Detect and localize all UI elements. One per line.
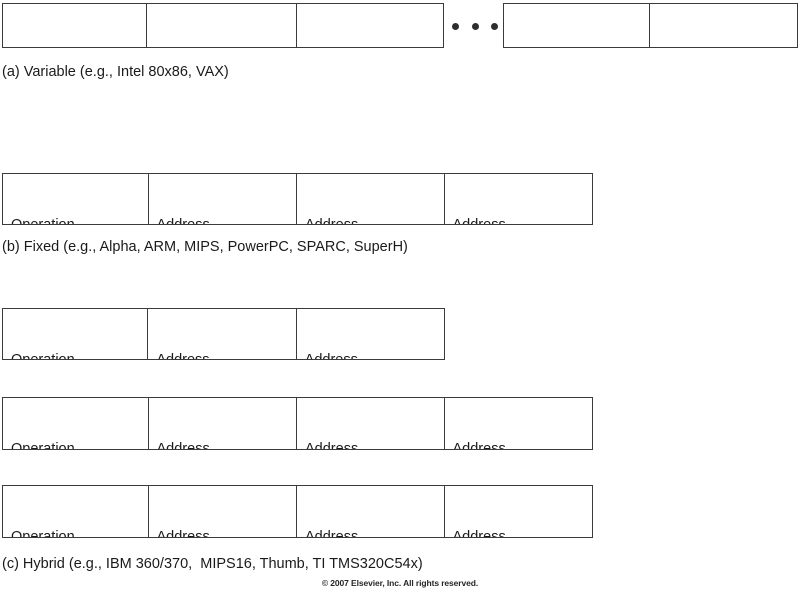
field-line-1: Address (305, 529, 359, 537)
field-cell-address-specifier-1: Address specifier 1 (147, 4, 297, 47)
field-line-1: Operation (11, 441, 75, 449)
field-line-1: Address (157, 216, 297, 224)
caption-fixed: (b) Fixed (e.g., Alpha, ARM, MIPS, Power… (2, 239, 408, 255)
field-cell-address-field: Address field (445, 398, 593, 449)
field-cell-address-specifier-n: Address specifier n (504, 4, 650, 47)
field-line-1: Address (452, 441, 506, 449)
field-cell-address-field-1: Address field 1 (297, 486, 445, 537)
format-table-variable-left: Operation and no. of operands Address sp… (2, 3, 444, 48)
format-table-hybrid-3: Operation Address specifier Address fiel… (2, 485, 593, 538)
ellipsis-dot (452, 22, 459, 30)
copyright-notice: © 2007 Elsevier, Inc. All rights reserve… (321, 578, 479, 588)
field-line-1: Operation (11, 351, 147, 359)
field-cell-address-specifier-2: Address specifier 2 (297, 398, 445, 449)
field-cell-operation-and-operands: Operation and no. of operands (3, 4, 148, 47)
field-cell-operation: Operation (3, 174, 149, 224)
field-cell-address-specifier-1: Address specifier 1 (149, 398, 297, 449)
field-cell-address-field-1: Address field 1 (149, 174, 297, 224)
field-line-1: Address (155, 46, 295, 47)
field-cell-operation: Operation (3, 398, 149, 449)
field-line-1: Address (305, 351, 444, 359)
field-cell-address-field-1: Address field 1 (297, 4, 443, 47)
field-line-1: Address (156, 441, 210, 449)
field-cell-address-specifier: Address specifier (148, 309, 297, 359)
field-line-1: Address (305, 216, 444, 224)
field-cell-address-field: Address field (297, 309, 444, 359)
field-cell-address-field-2: Address field 2 (445, 486, 593, 537)
format-table-fixed: Operation Address field 1 Address field … (2, 173, 593, 225)
ellipsis-dot (471, 22, 479, 30)
caption-hybrid: (c) Hybrid (e.g., IBM 360/370, MIPS16, T… (2, 556, 423, 572)
field-line-1: Address (512, 46, 649, 47)
field-cell-address-field-3: Address field 3 (445, 174, 593, 224)
field-cell-address-specifier: Address specifier (149, 486, 297, 537)
field-line-1: Address (305, 46, 443, 47)
field-cell-address-field-2: Address field 2 (297, 174, 445, 224)
field-line-1: Operation (11, 216, 148, 224)
format-table-hybrid-1: Operation Address specifier Address fiel… (2, 308, 445, 360)
field-line-1: Operation and (11, 46, 146, 47)
field-cell-operation: Operation (3, 486, 149, 537)
caption-variable: (a) Variable (e.g., Intel 80x86, VAX) (2, 64, 229, 80)
field-line-1: Address (156, 351, 295, 359)
field-line-1: Address (452, 529, 506, 537)
field-line-1: Address (305, 441, 359, 449)
ellipsis-icon (452, 20, 498, 32)
ellipsis-dot (491, 22, 498, 30)
field-cell-address-field-n: Address field n (650, 4, 797, 47)
field-line-1: Address (156, 529, 210, 537)
field-line-1: Address (453, 216, 593, 224)
field-cell-operation: Operation (3, 309, 149, 359)
field-line-1: Address (658, 46, 797, 47)
field-line-1: Operation (11, 529, 75, 537)
format-table-variable-right: Address specifier n Address field n (503, 3, 798, 48)
format-table-hybrid-2: Operation Address specifier 1 Address sp… (2, 397, 593, 450)
